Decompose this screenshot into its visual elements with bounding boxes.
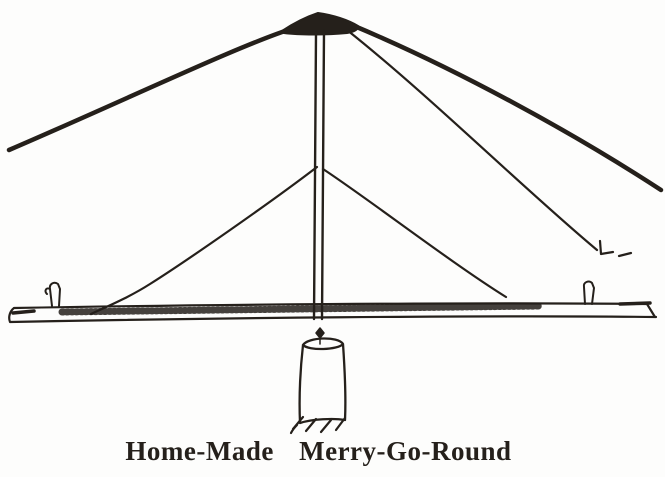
brace-right — [321, 167, 508, 299]
sweep-arm-left — [6, 25, 297, 153]
sweep-arm-right — [349, 22, 664, 193]
beam-end-dash-left — [11, 309, 36, 315]
beam-end-dash-right — [618, 301, 652, 306]
peg-right — [582, 280, 595, 305]
ink-drawing — [6, 12, 664, 435]
ground-marks — [289, 415, 347, 435]
crossbeam — [8, 302, 658, 324]
rope-end-marker — [598, 239, 633, 258]
figure-caption: Home-Made Merry-Go-Round — [125, 436, 512, 466]
base-post — [298, 337, 347, 425]
beam-hatching — [58, 302, 544, 316]
center-pole — [312, 29, 326, 321]
guy-line-right — [345, 28, 599, 252]
brace-left — [89, 165, 319, 316]
peg-left — [44, 281, 61, 307]
